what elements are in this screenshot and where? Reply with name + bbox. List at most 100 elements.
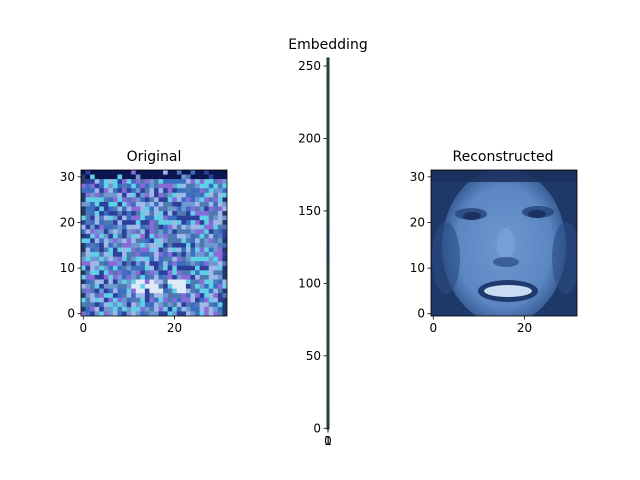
original-pixel [94, 311, 100, 316]
original-pixel [208, 288, 214, 294]
original-pixel [81, 297, 86, 303]
original-pixel [181, 302, 187, 308]
original-pixel [158, 265, 164, 271]
original-pixel [135, 288, 141, 294]
original-pixel [208, 302, 214, 308]
original-pixel [126, 201, 132, 207]
original-pixel [122, 306, 127, 312]
original-pixel [217, 238, 223, 244]
original-pixel [122, 261, 127, 267]
original-axes-frame [80, 169, 228, 317]
original-pixel [204, 243, 210, 248]
original-pixel [90, 247, 95, 253]
original-pixel [81, 188, 86, 194]
original-pixel [208, 179, 214, 184]
original-pixel [112, 170, 118, 175]
original-pixel [94, 183, 100, 189]
original-pixel [199, 270, 205, 276]
embedding-ytick-label: 100 [298, 276, 321, 290]
original-pixel [117, 233, 123, 239]
original-pixel [208, 233, 214, 239]
original-pixel [94, 265, 100, 271]
original-pixel [158, 270, 164, 276]
original-pixel [213, 206, 219, 212]
original-pixel [217, 261, 223, 267]
original-pixel [163, 188, 168, 194]
original-pixel [94, 279, 100, 285]
original-pixel [167, 201, 173, 207]
original-pixel [217, 233, 223, 239]
original-pixel [185, 220, 191, 226]
original-pixel [172, 179, 178, 184]
original-pixel [167, 233, 173, 239]
original-pixel [167, 179, 173, 184]
original-pixel [85, 179, 91, 184]
original-pixel [112, 279, 118, 285]
original-pixel [217, 288, 223, 294]
original-pixel [217, 306, 223, 312]
original-pixel [208, 206, 214, 212]
original-pixel [176, 311, 182, 316]
original-pixel [94, 297, 100, 303]
original-pixel [222, 288, 227, 294]
original-pixel [144, 261, 150, 267]
original-pixel [199, 224, 205, 230]
original-pixel [222, 293, 227, 299]
original-pixel [94, 201, 100, 207]
original-pixel [199, 215, 205, 221]
original-pixel [117, 302, 123, 308]
original-pixel [190, 247, 196, 253]
original-pixel [126, 288, 132, 294]
original-pixel [90, 284, 95, 289]
original-pixel [222, 197, 227, 203]
original-pixel [195, 274, 200, 280]
original-pixel [167, 302, 173, 308]
original-pixel [131, 238, 137, 244]
original-pixel [81, 220, 86, 226]
original-pixel [149, 306, 155, 312]
original-pixel [190, 243, 196, 248]
original-pixel [131, 279, 137, 285]
original-pixel [94, 179, 100, 184]
original-pixel [199, 220, 205, 226]
original-pixel [208, 188, 214, 194]
original-pixel [213, 256, 219, 262]
original-pixel [85, 220, 91, 226]
original-pixel [117, 220, 123, 226]
original-pixel [158, 188, 164, 194]
panel-title-reconstructed: Reconstructed [453, 149, 554, 165]
original-pixel [144, 274, 150, 280]
original-pixel [154, 279, 159, 285]
original-pixel [195, 256, 200, 262]
original-pixel [190, 274, 196, 280]
original-pixel [122, 215, 127, 221]
original-pixel [112, 297, 118, 303]
original-pixel [99, 183, 105, 189]
original-pixel [213, 179, 219, 184]
original-pixel [195, 224, 200, 230]
original-pixel [213, 220, 219, 226]
original-pixel [117, 174, 123, 180]
original-pixel [172, 238, 178, 244]
original-pixel [117, 270, 123, 276]
original-pixel [103, 183, 109, 189]
original-pixel [190, 229, 196, 235]
original-pixel [176, 293, 182, 299]
original-pixel [90, 179, 95, 184]
original-pixel [90, 206, 95, 212]
original-pixel [163, 297, 168, 303]
original-pixel [144, 243, 150, 248]
original-pixel [167, 256, 173, 262]
original-pixel [122, 238, 127, 244]
original-pixel [90, 302, 95, 308]
original-pixel [158, 243, 164, 248]
original-pixel [204, 284, 210, 289]
original-pixel [81, 284, 86, 289]
original-pixel [190, 261, 196, 267]
original-pixel [204, 247, 210, 253]
original-pixel [112, 233, 118, 239]
original-pixel [167, 279, 173, 285]
original-pixel [112, 256, 118, 262]
original-pixel [149, 179, 155, 184]
original-pixel [135, 261, 141, 267]
